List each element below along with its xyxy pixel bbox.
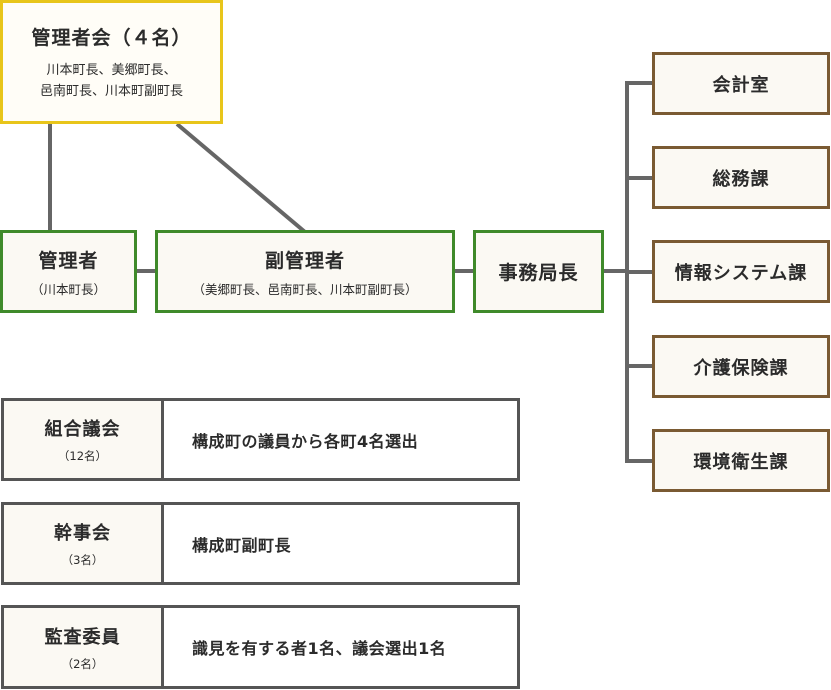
council-assembly-desc: 構成町の議員から各町4名選出 xyxy=(192,431,419,451)
council-auditors-name: 監査委員 xyxy=(44,626,121,648)
dept-nursing-insurance: 介護保険課 xyxy=(652,335,830,398)
council-assembly-count: （12名） xyxy=(57,449,108,463)
director-box: 事務局長 xyxy=(473,230,604,313)
managers-council-title: 管理者会（４名） xyxy=(31,26,192,49)
council-secretaries-name: 幹事会 xyxy=(54,523,111,544)
dept-information-systems: 情報システム課 xyxy=(652,240,830,303)
managers-council-box: 管理者会（４名） 川本町長、美郷町長、 邑南町長、川本町副町長 xyxy=(0,0,223,124)
manager-sub: （川本町長） xyxy=(30,281,106,297)
council-assembly-row: 組合議会 （12名） 構成町の議員から各町4名選出 xyxy=(1,398,520,481)
managers-council-members-1: 川本町長、美郷町長、 xyxy=(46,62,177,78)
vice-manager-box: 副管理者 （美郷町長、邑南町長、川本町副町長） xyxy=(155,230,455,313)
council-auditors-row: 監査委員 （2名） 識見を有する者1名、議会選出1名 xyxy=(1,605,520,689)
council-secretaries-count: （3名） xyxy=(61,553,104,567)
managers-council-members-2: 邑南町長、川本町副町長 xyxy=(39,83,183,99)
dept-accounting: 会計室 xyxy=(652,52,830,115)
council-auditors-desc: 識見を有する者1名、議会選出1名 xyxy=(192,639,447,658)
connector-top-to-vice xyxy=(175,122,307,234)
dept-general-affairs: 総務課 xyxy=(652,146,830,209)
manager-box: 管理者 （川本町長） xyxy=(0,230,137,313)
council-secretaries-row: 幹事会 （3名） 構成町副町長 xyxy=(1,502,520,585)
council-auditors-count: （2名） xyxy=(61,656,104,671)
dept-environmental-health: 環境衛生課 xyxy=(652,429,830,492)
vice-manager-title: 副管理者 xyxy=(264,249,345,272)
manager-title: 管理者 xyxy=(38,249,99,272)
council-secretaries-desc: 構成町副町長 xyxy=(192,535,292,555)
vice-manager-sub: （美郷町長、邑南町長、川本町副町長） xyxy=(192,281,418,297)
council-assembly-name: 組合議会 xyxy=(44,419,121,440)
director-title: 事務局長 xyxy=(498,262,579,284)
